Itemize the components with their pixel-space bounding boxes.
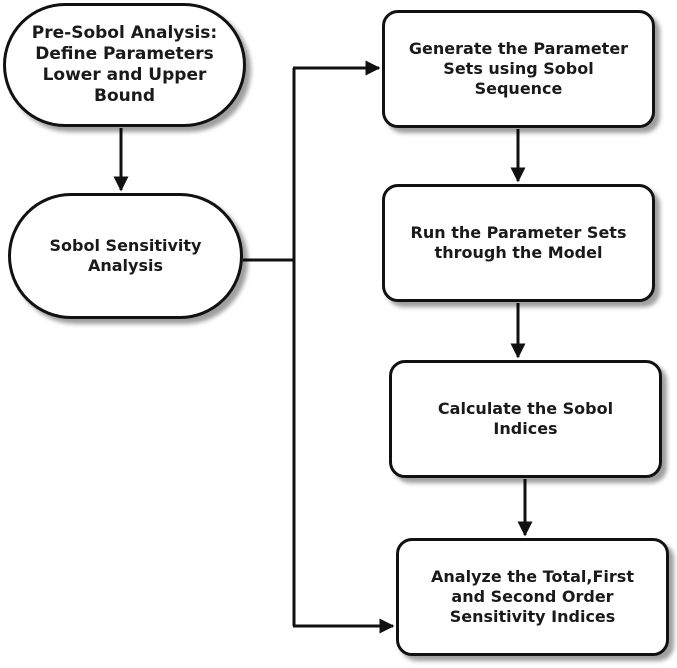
node-sobol-sensitivity-analysis: Sobol Sensitivity Analysis	[8, 193, 243, 319]
node-run-parameter-sets: Run the Parameter Sets through the Model	[382, 184, 655, 302]
node-analyze-sensitivity-indices-label: Analyze the Total,First and Second Order…	[431, 567, 634, 626]
node-calculate-sobol-indices: Calculate the Sobol Indices	[389, 360, 662, 478]
node-analyze-sensitivity-indices: Analyze the Total,First and Second Order…	[396, 538, 669, 656]
node-pre-sobol-analysis-label: Pre-Sobol Analysis: Define Parameters Lo…	[31, 23, 218, 106]
node-generate-parameter-sets: Generate the Parameter Sets using Sobol …	[382, 10, 655, 128]
node-generate-parameter-sets-label: Generate the Parameter Sets using Sobol …	[408, 39, 629, 98]
node-calculate-sobol-indices-label: Calculate the Sobol Indices	[437, 399, 614, 438]
node-sobol-sensitivity-analysis-label: Sobol Sensitivity Analysis	[49, 236, 202, 275]
node-pre-sobol-analysis: Pre-Sobol Analysis: Define Parameters Lo…	[3, 3, 246, 127]
node-run-parameter-sets-label: Run the Parameter Sets through the Model	[410, 223, 627, 262]
